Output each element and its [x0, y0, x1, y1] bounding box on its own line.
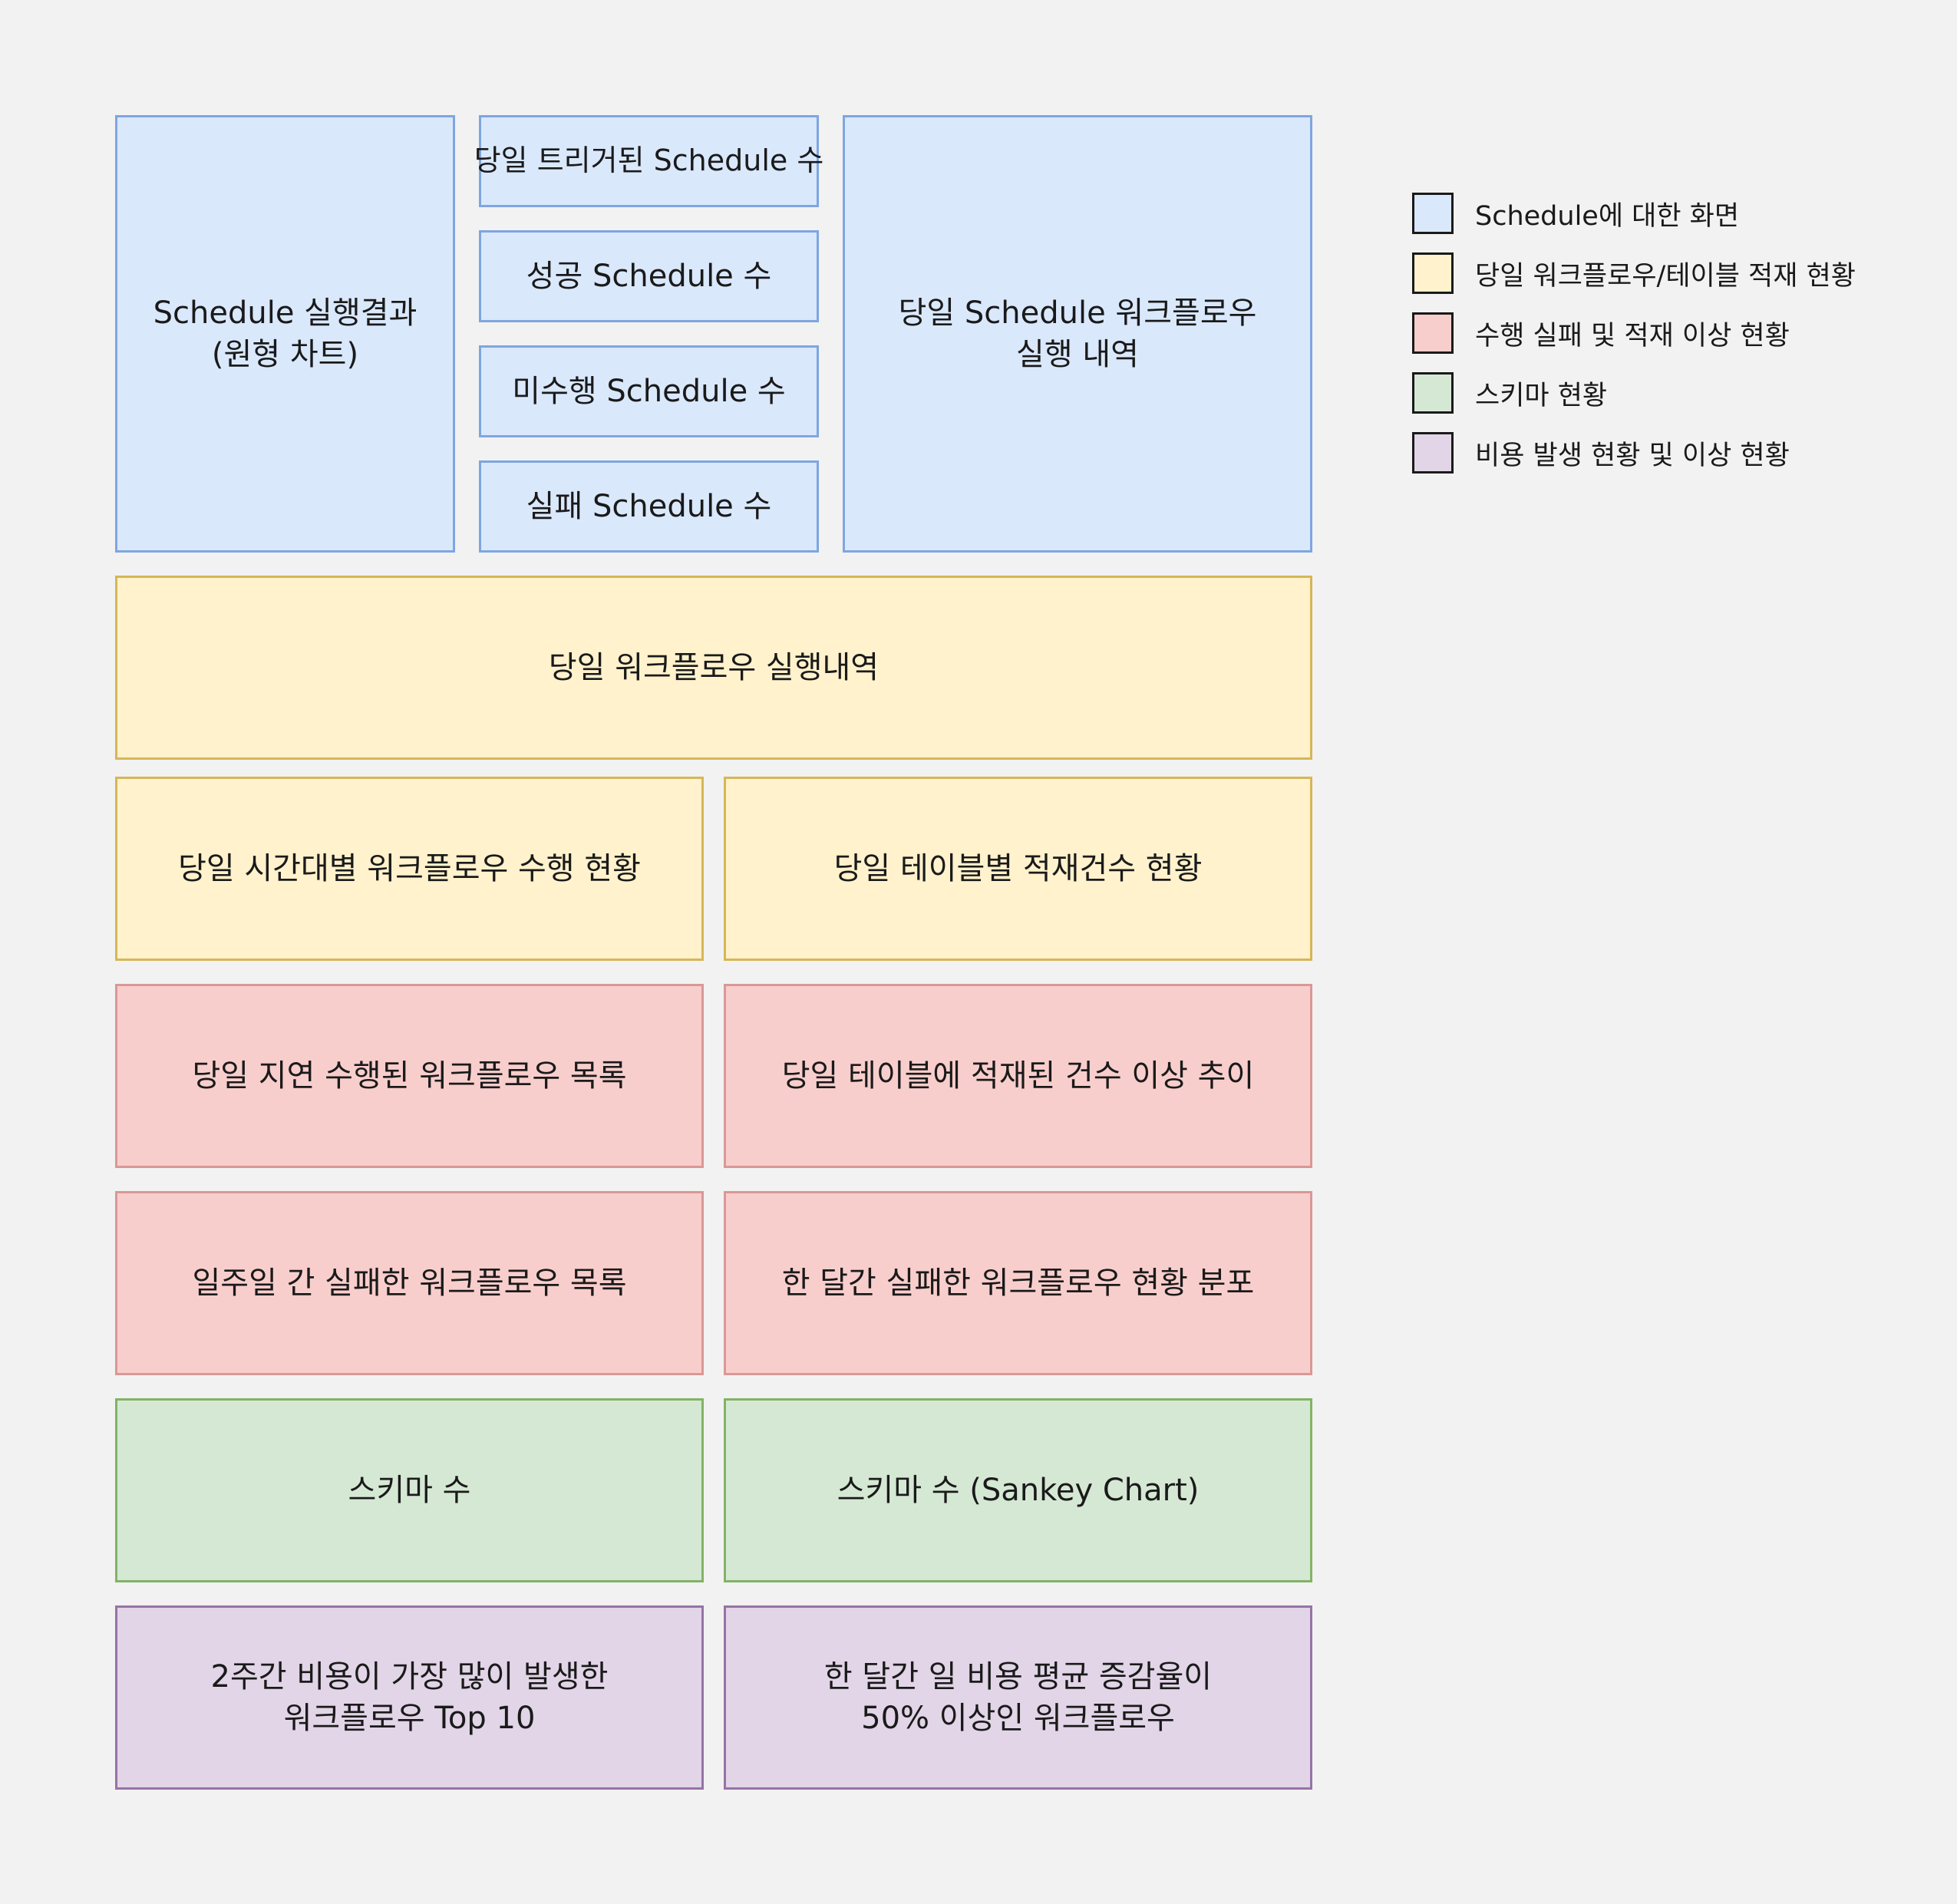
legend-item-workflow-status: 당일 워크플로우/테이블 적재 현황	[1412, 252, 1856, 294]
legend-label-failure-anomaly: 수행 실패 및 적재 이상 현황	[1475, 320, 1790, 351]
legend-swatch-green	[1412, 372, 1454, 414]
table-load-count-block: 당일 테이블별 적재건수 현황	[724, 777, 1312, 961]
table-load-count-label: 당일 테이블별 적재건수 현황	[833, 851, 1203, 886]
failed-schedule-count-block: 실패 Schedule 수	[479, 460, 819, 553]
legend-swatch-blue	[1412, 193, 1454, 234]
legend-item-schedule: Schedule에 대한 화면	[1412, 193, 1739, 234]
pending-schedule-count-block: 미수행 Schedule 수	[479, 345, 819, 437]
table-load-anomaly-block: 당일 테이블에 적재된 건수 이상 추이	[724, 984, 1312, 1168]
legend-label-cost: 비용 발생 현황 및 이상 현황	[1475, 440, 1790, 471]
success-schedule-count-block: 성공 Schedule 수	[479, 230, 819, 322]
triggered-schedule-count-label: 당일 트리거된 Schedule 수	[474, 144, 824, 178]
cost-increase-workflows-line-2: 50% 이상인 워크플로우	[861, 1701, 1175, 1736]
workflow-history-block: 당일 워크플로우 실행내역	[115, 576, 1312, 760]
schedule-workflow-history-block: 당일 Schedule 워크플로우 실행 내역	[843, 115, 1312, 553]
workflow-history-label: 당일 워크플로우 실행내역	[548, 650, 879, 685]
legend-label-workflow-status: 당일 워크플로우/테이블 적재 현황	[1475, 260, 1856, 292]
legend-item-schema: 스키마 현황	[1412, 372, 1607, 414]
failed-schedule-count-label: 실패 Schedule 수	[526, 489, 772, 524]
schema-count-block: 스키마 수	[115, 1398, 704, 1582]
legend-swatch-purple	[1412, 432, 1454, 474]
cost-increase-workflows-line-1: 한 달간 일 비용 평균 증감율이	[823, 1659, 1213, 1694]
monthly-failed-distribution-label: 한 달간 실패한 워크플로우 현황 분포	[781, 1265, 1255, 1301]
delayed-workflows-label: 당일 지연 수행된 워크플로우 목록	[192, 1058, 627, 1094]
table-load-anomaly-label: 당일 테이블에 적재된 건수 이상 추이	[781, 1058, 1255, 1094]
legend-swatch-yellow	[1412, 252, 1454, 294]
schema-sankey-block: 스키마 수 (Sankey Chart)	[724, 1398, 1312, 1582]
schema-sankey-label: 스키마 수 (Sankey Chart)	[837, 1473, 1200, 1508]
legend-swatch-red	[1412, 312, 1454, 354]
weekly-failed-workflows-block: 일주일 간 실패한 워크플로우 목록	[115, 1191, 704, 1375]
top-cost-workflows-line-1: 2주간 비용이 가장 많이 발생한	[210, 1659, 609, 1694]
schedule-workflow-history-line-1: 당일 Schedule 워크플로우	[898, 295, 1257, 331]
legend-item-failure-anomaly: 수행 실패 및 적재 이상 현황	[1412, 312, 1790, 354]
schedule-result-pie-block: Schedule 실행결과 (원형 차트)	[115, 115, 455, 553]
top-cost-workflows-block: 2주간 비용이 가장 많이 발생한 워크플로우 Top 10	[115, 1605, 704, 1790]
pending-schedule-count-label: 미수행 Schedule 수	[512, 374, 786, 409]
delayed-workflows-block: 당일 지연 수행된 워크플로우 목록	[115, 984, 704, 1168]
legend-item-cost: 비용 발생 현황 및 이상 현황	[1412, 432, 1790, 474]
triggered-schedule-count-block: 당일 트리거된 Schedule 수	[474, 115, 823, 207]
legend-label-schema: 스키마 현황	[1475, 380, 1608, 411]
cost-increase-workflows-block: 한 달간 일 비용 평균 증감율이 50% 이상인 워크플로우	[724, 1605, 1312, 1790]
monthly-failed-distribution-block: 한 달간 실패한 워크플로우 현황 분포	[724, 1191, 1312, 1375]
schedule-result-line-2: (원형 차트)	[211, 337, 359, 372]
legend-label-schedule: Schedule에 대한 화면	[1475, 200, 1740, 232]
schedule-result-line-1: Schedule 실행결과	[153, 295, 417, 331]
top-cost-workflows-line-2: 워크플로우 Top 10	[283, 1701, 536, 1736]
success-schedule-count-label: 성공 Schedule 수	[526, 259, 772, 294]
weekly-failed-workflows-label: 일주일 간 실패한 워크플로우 목록	[192, 1265, 627, 1301]
schema-count-label: 스키마 수	[348, 1473, 471, 1508]
hourly-workflow-block: 당일 시간대별 워크플로우 수행 현황	[115, 777, 704, 961]
hourly-workflow-label: 당일 시간대별 워크플로우 수행 현황	[178, 851, 641, 886]
schedule-workflow-history-line-2: 실행 내역	[1016, 337, 1139, 372]
